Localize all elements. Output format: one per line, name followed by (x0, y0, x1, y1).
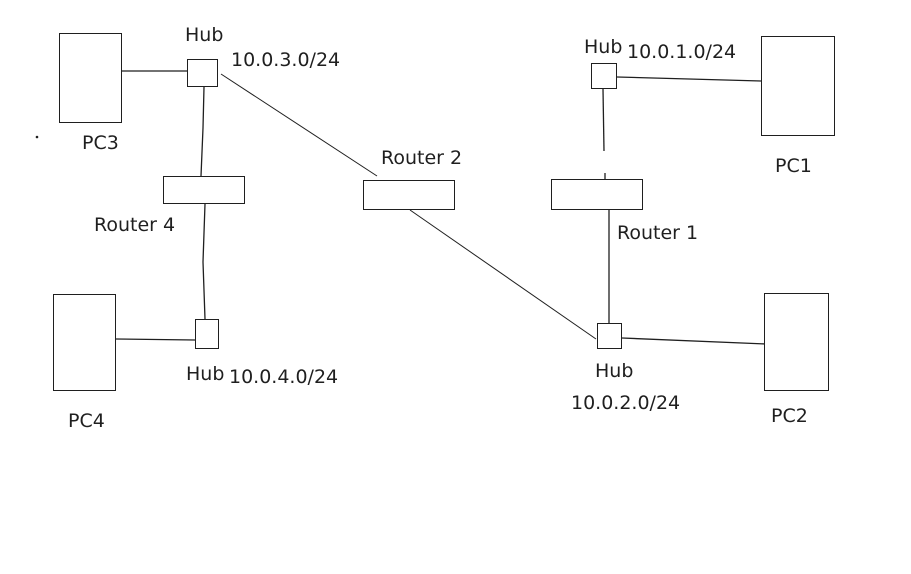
node-router1 (551, 179, 643, 210)
stray-dot (35, 135, 39, 139)
node-hub1 (591, 63, 617, 89)
node-router4 (163, 176, 245, 204)
link-hub3-router4 (200, 86, 205, 177)
label-hub3: Hub (185, 24, 224, 46)
label-network-hub1: 10.0.1.0/24 (627, 41, 737, 63)
link-hub2-pc2 (621, 337, 767, 345)
link-pc4-hub4 (115, 338, 196, 341)
label-hub2: Hub (595, 360, 634, 382)
node-hub3 (187, 59, 218, 87)
label-hub1: Hub (584, 36, 623, 58)
label-pc2: PC2 (771, 405, 808, 427)
label-network-hub2: 10.0.2.0/24 (571, 392, 681, 414)
link-hub1-router1-upper (602, 88, 605, 152)
node-pc4 (53, 294, 116, 391)
label-network-hub3: 10.0.3.0/24 (231, 49, 341, 71)
label-hub4: Hub (186, 363, 225, 385)
link-hub3-router2 (220, 73, 378, 177)
label-router1: Router 1 (617, 222, 699, 244)
node-pc2 (764, 293, 829, 391)
label-router4: Router 4 (94, 214, 176, 236)
node-hub2 (597, 323, 622, 349)
node-router2 (363, 180, 455, 210)
node-pc1 (761, 36, 835, 136)
label-network-hub4: 10.0.4.0/24 (229, 366, 339, 388)
node-pc3 (59, 33, 122, 123)
label-pc3: PC3 (82, 132, 119, 154)
link-router4-hub4 (202, 203, 206, 320)
link-router2-hub2 (409, 209, 597, 340)
label-pc4: PC4 (68, 410, 105, 432)
label-pc1: PC1 (775, 155, 812, 177)
label-router2: Router 2 (381, 147, 463, 169)
link-hub1-pc1 (616, 76, 762, 82)
node-hub4 (195, 319, 219, 349)
